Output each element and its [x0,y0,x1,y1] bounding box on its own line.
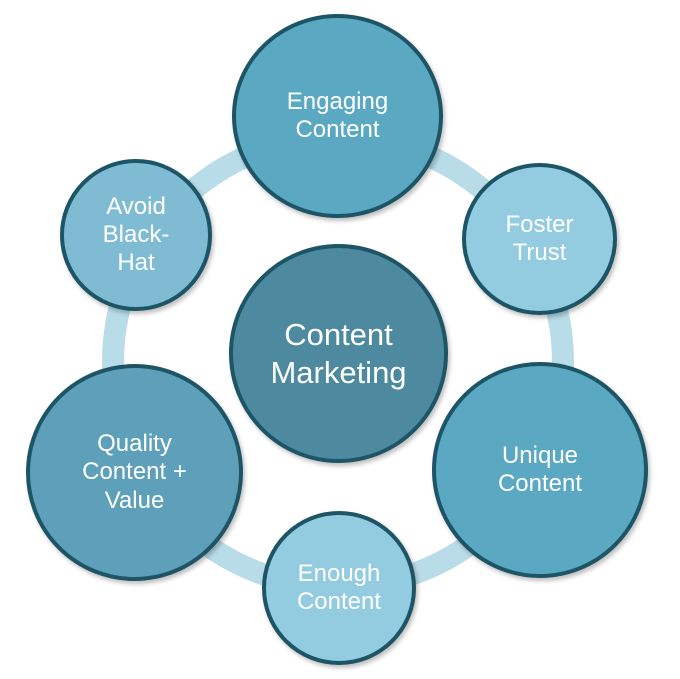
node-quality-label: Quality Content + Value [82,430,187,514]
node-unique-content: Unique Content [432,362,648,578]
node-engaging-label: Engaging Content [286,87,389,143]
node-enough-content: Enough Content [262,511,416,665]
node-foster-trust: Foster Trust [462,163,617,315]
center-node-content-marketing: Content Marketing [229,244,448,463]
center-node-label: Content Marketing [270,317,407,390]
node-quality-content-value: Quality Content + Value [26,364,243,581]
node-avoid-black-hat: Avoid Black- Hat [60,159,212,311]
node-engaging-content: Engaging Content [232,14,443,218]
node-avoid-label: Avoid Black- Hat [102,192,170,277]
node-enough-label: Enough Content [296,559,382,615]
node-foster-label: Foster Trust [505,210,574,266]
node-unique-label: Unique Content [497,441,583,497]
